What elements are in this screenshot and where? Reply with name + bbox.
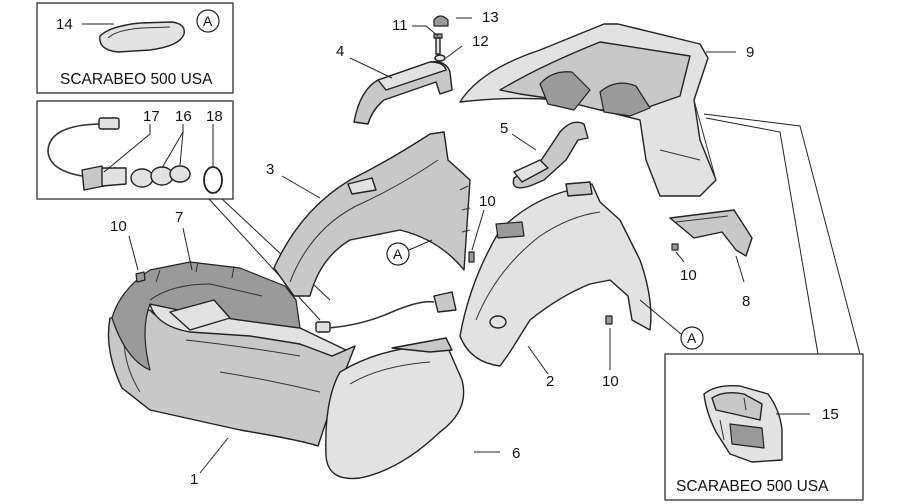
callout-8: 8 (742, 293, 750, 310)
callout-6: 6 (512, 445, 520, 462)
part-2-side-panel (459, 181, 652, 367)
wire-harness (315, 291, 457, 333)
screw-10-lower (605, 315, 613, 325)
part-4-grab-handle (353, 61, 453, 125)
callout-12: 12 (472, 33, 489, 50)
screw-10-left (135, 271, 146, 283)
callout-13: 13 (482, 9, 499, 26)
part-3-leg-shield-panel (273, 131, 471, 297)
callout-16: 16 (175, 108, 192, 125)
callout-1: 1 (190, 471, 198, 488)
callout-10-lower: 10 (602, 373, 619, 390)
callout-7: 7 (175, 209, 183, 226)
callout-4: 4 (336, 43, 344, 60)
callout-9: 9 (746, 44, 754, 61)
callout-10-right: 10 (680, 267, 697, 284)
screw-10-middle (468, 251, 475, 263)
callout-17: 17 (143, 108, 160, 125)
screw-10-right (671, 243, 679, 251)
callout-5: 5 (500, 120, 508, 137)
part-8-bracket (669, 209, 753, 257)
part-18-o-ring (203, 166, 223, 194)
inset-wiring: 17 16 18 (36, 100, 234, 200)
part-14-lens (99, 21, 185, 53)
part-12-washer (434, 54, 446, 62)
callout-2: 2 (546, 373, 554, 390)
part-17-cable (47, 117, 127, 191)
callout-14: 14 (56, 16, 73, 33)
callout-3: 3 (266, 161, 274, 178)
part-6-side-cover (325, 337, 465, 480)
inset-caption-bottom: SCARABEO 500 USA (676, 478, 829, 495)
ref-marker-a-right: A (687, 330, 697, 346)
callout-10-middle: 10 (479, 193, 496, 210)
part-16-bulb-holders (130, 165, 191, 188)
ref-marker-a-left: A (393, 246, 403, 262)
part-9-rear-body (459, 23, 717, 197)
part-5-rear-handle (512, 121, 589, 189)
part-13-cap (433, 15, 449, 27)
ref-marker-a-inset: A (203, 13, 213, 29)
part-15-license-plate-holder (703, 384, 783, 463)
inset-bottom-right: 15 SCARABEO 500 USA (664, 353, 864, 501)
part-7-inner-shield (111, 261, 301, 371)
callout-11: 11 (392, 17, 408, 34)
inset-caption-top: SCARABEO 500 USA (60, 71, 213, 88)
callout-18: 18 (206, 108, 223, 125)
callout-10-left: 10 (110, 218, 127, 235)
inset-top-left: 14 A SCARABEO 500 USA (36, 2, 234, 94)
part-11-bolt (433, 33, 443, 55)
callout-15: 15 (822, 406, 839, 423)
